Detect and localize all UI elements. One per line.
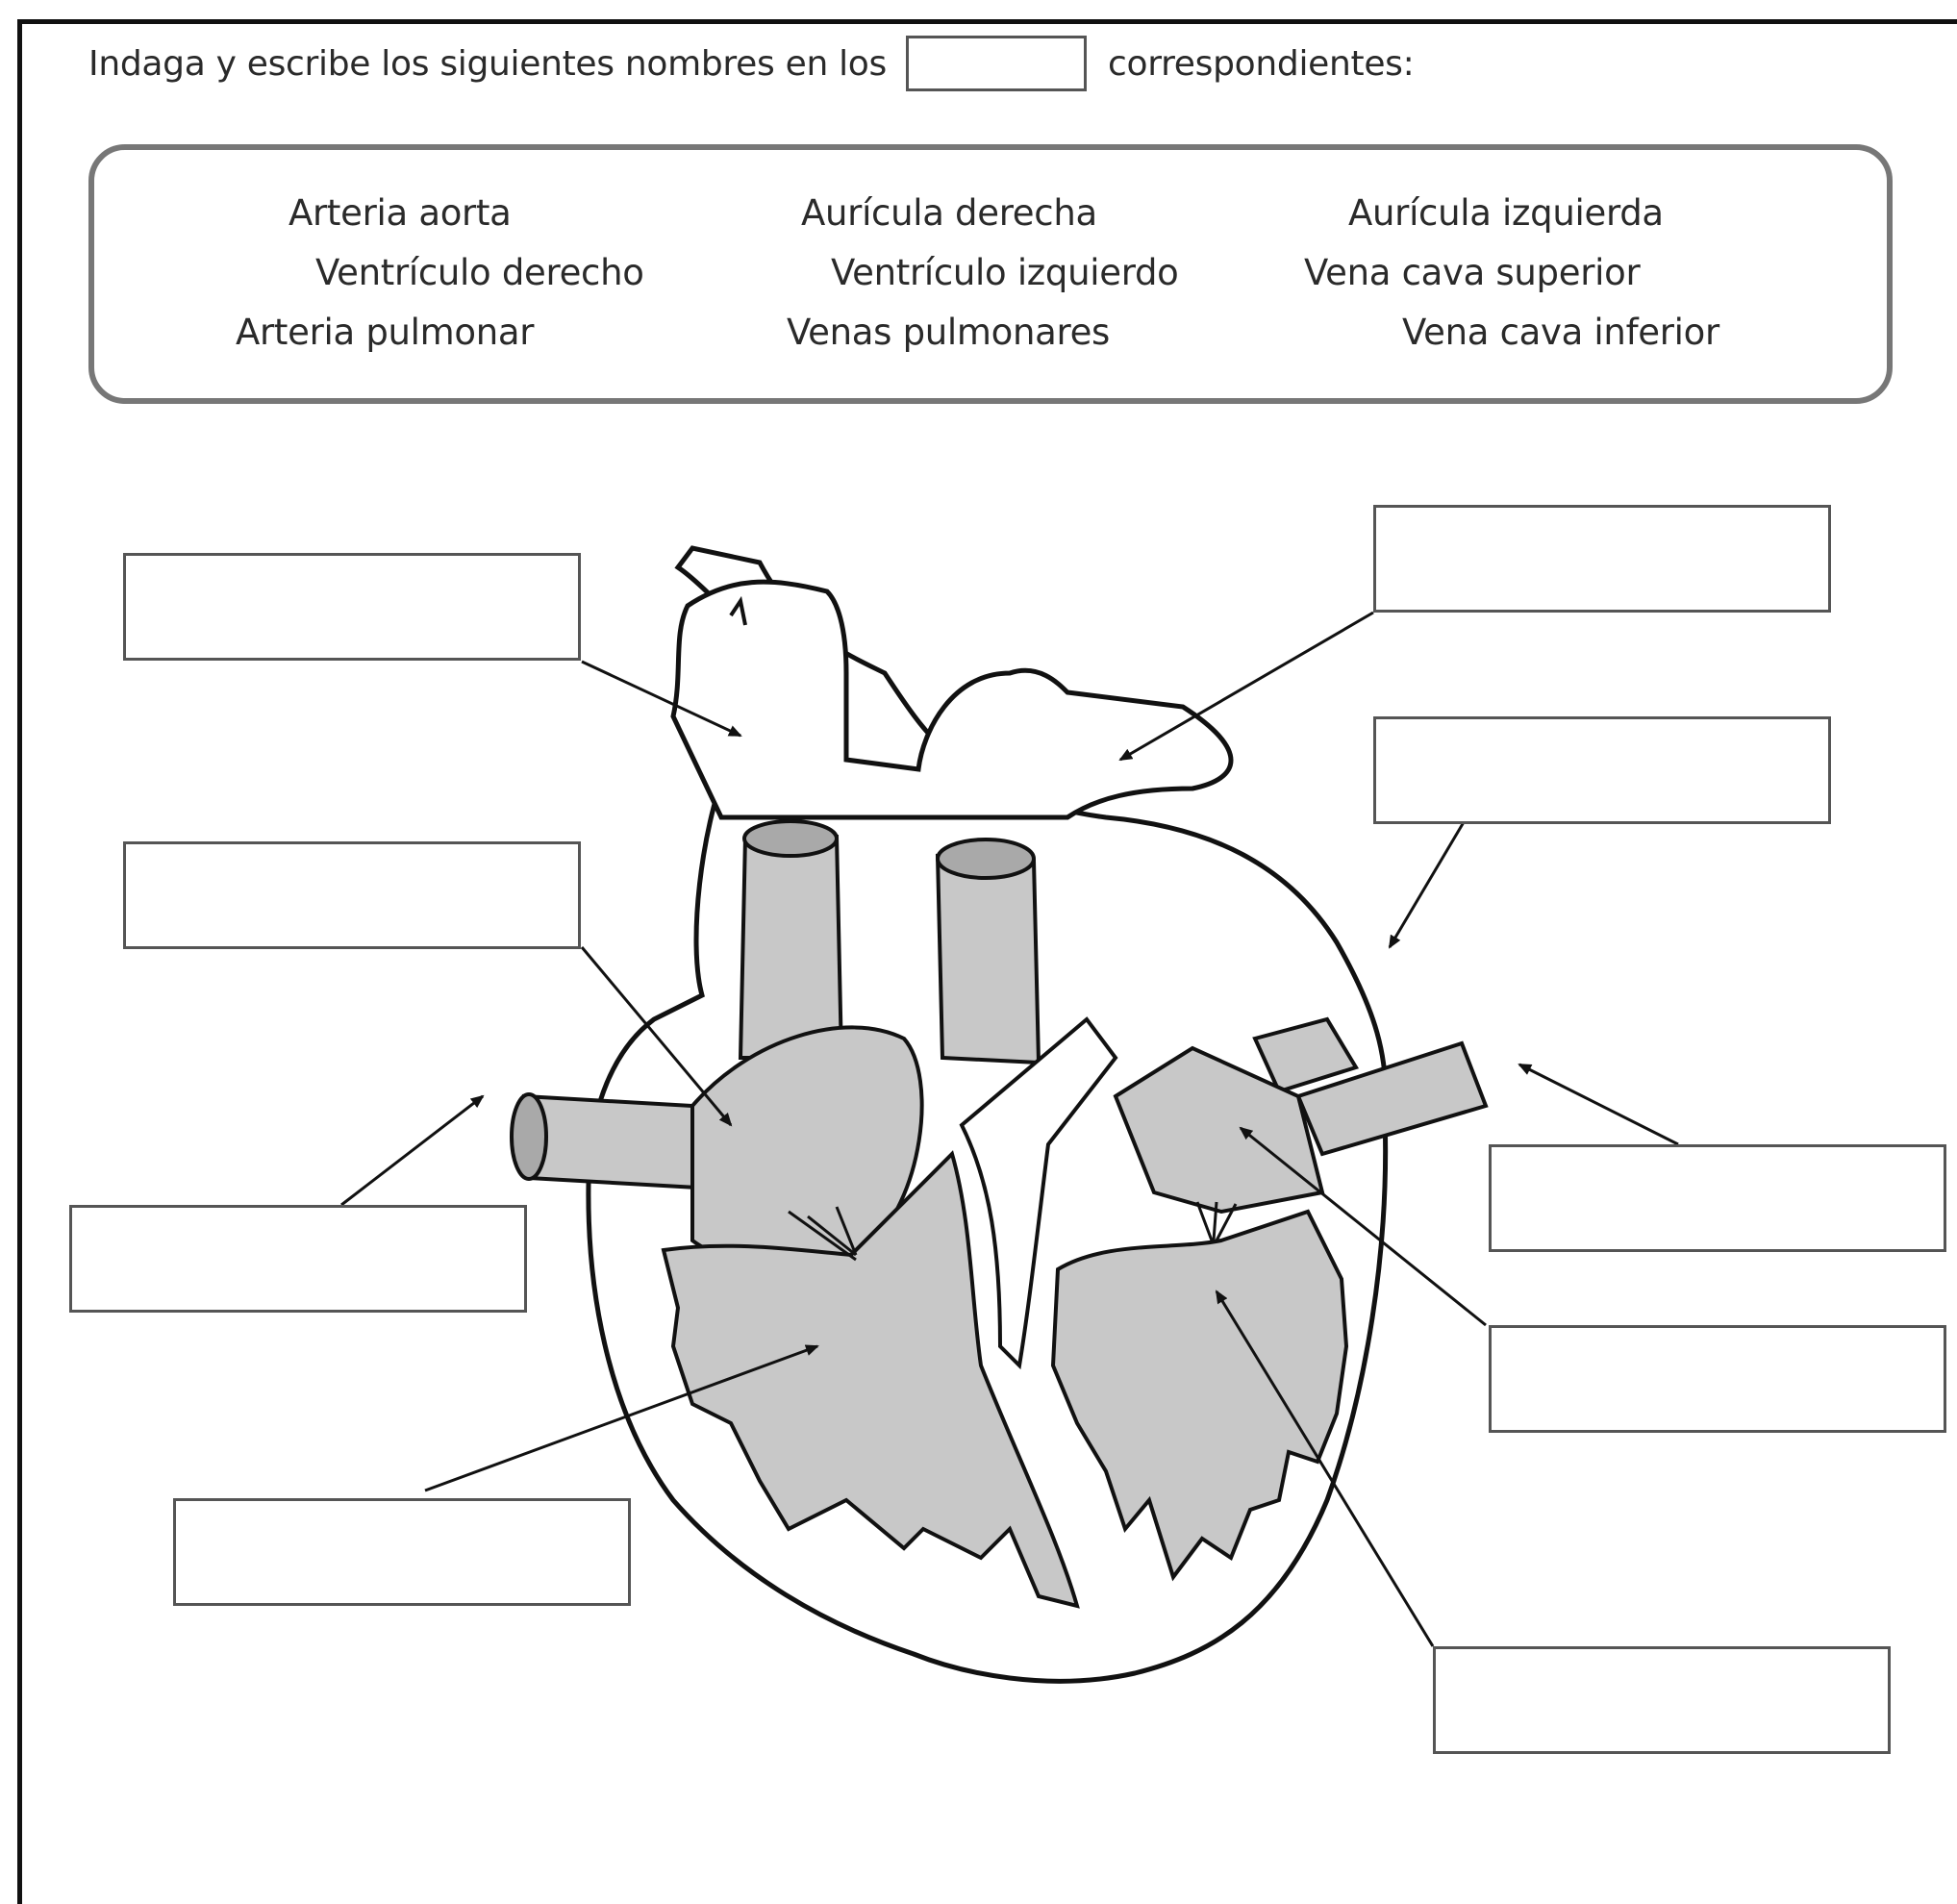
left-pulmonary-artery-opening: [512, 1094, 546, 1179]
pulmonary-trunk-opening: [744, 821, 837, 856]
answer-box[interactable]: [69, 1205, 527, 1313]
connector-arrow: [1120, 613, 1373, 760]
answer-box[interactable]: [1433, 1646, 1891, 1754]
answer-box[interactable]: [123, 553, 581, 661]
connector-arrow: [1390, 822, 1464, 947]
left-pulmonary-artery: [524, 1096, 697, 1188]
answer-box[interactable]: [1489, 1144, 1946, 1252]
pulmonary-trunk: [740, 837, 841, 1058]
answer-box[interactable]: [1373, 716, 1831, 824]
superior-vena-cava: [938, 856, 1039, 1063]
aorta: [673, 582, 1231, 817]
answer-box[interactable]: [173, 1498, 631, 1606]
answer-box[interactable]: [123, 841, 581, 949]
connector-arrow: [341, 1096, 483, 1205]
superior-vena-cava-opening: [938, 839, 1034, 878]
connector-arrow: [1519, 1065, 1678, 1144]
answer-box[interactable]: [1373, 505, 1831, 613]
answer-box[interactable]: [1489, 1325, 1946, 1433]
